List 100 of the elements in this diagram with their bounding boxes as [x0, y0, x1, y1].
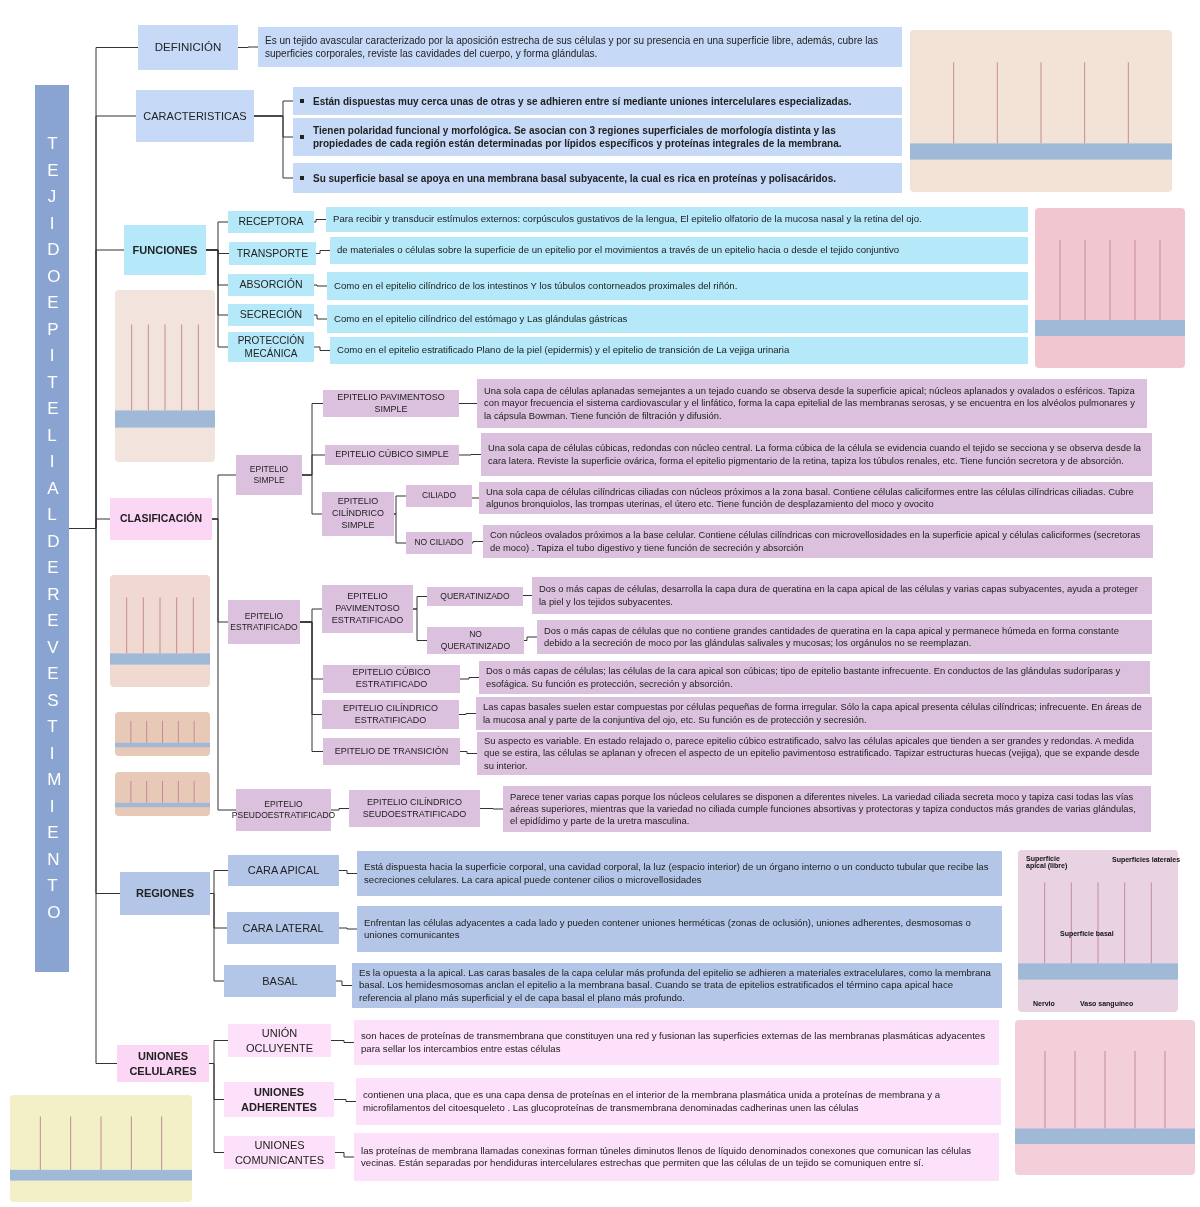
connector-line [393, 495, 407, 515]
topic-box [229, 242, 316, 265]
topic-box [228, 855, 339, 886]
description-box [483, 525, 1153, 558]
connector-line [330, 1040, 355, 1043]
topic-label: UNIONES ADHERENTES [240, 1085, 318, 1114]
topic-label: EPITELIO PAVIMENTOSO ESTRATIFICADO [330, 591, 405, 627]
description-box [327, 272, 1028, 300]
connector-line [313, 346, 331, 351]
topic-box [323, 390, 459, 417]
connector-line [335, 980, 353, 986]
description-box [476, 697, 1152, 730]
description-text: Como en el epitelio cilíndrico del estómago y Las glándulas gástricas [334, 312, 628, 326]
topic-box [322, 585, 413, 633]
description-box [477, 732, 1152, 775]
topic-box [406, 485, 472, 507]
description-text: Dos o más capas de células, desarrolla la capa dura de queratina en la capa apical de las células y varias capas subyacentes, ayuda a proteger la piel y los tejidos subyacentes. [539, 583, 1139, 608]
description-text: Una sola capa de células cilíndricas ciliadas con núcleos próximos a la zona basal. Contiene células caliciformes entre las células cilíndricas ciliadas. Cubre algunos bronquiolos, las trompas uterinas, el útero etc. Tiene función de desplazamiento del moco y ovocito [486, 485, 1135, 511]
topic-box [228, 600, 300, 644]
connector-line [471, 541, 484, 544]
topic-box [322, 492, 394, 536]
description-box [357, 906, 1002, 952]
connector-line [338, 870, 358, 874]
topic-label: FUNCIONES [132, 242, 198, 258]
connector-line [205, 249, 229, 348]
description-box [503, 786, 1151, 832]
description-box [479, 482, 1153, 514]
topic-box [110, 498, 212, 540]
description-text: Dos o más capas de células que no contiene grandes cantidades de queratina en la capa apical y permanece húmeda en forma constante debido a la secreción de moco por las glándulas salivales y mucosas; los orgánulos no se reemplazan. [544, 624, 1120, 650]
topic-label: UNIONES CELULARES [128, 1049, 198, 1078]
topic-label: EPITELIO PSEUDOESTRATIFICADO [231, 798, 336, 822]
description-box [352, 963, 1002, 1008]
description-box [354, 1133, 999, 1181]
description-box [330, 337, 1028, 364]
connector-line [458, 403, 478, 404]
title-band [35, 85, 69, 972]
connector-line [211, 518, 237, 811]
topic-label: NO CILIADO [414, 537, 464, 549]
topic-box [236, 455, 302, 495]
connector-line [313, 314, 328, 320]
description-box [477, 379, 1147, 428]
topic-box [228, 274, 314, 296]
description-text: Es un tejido avascular caracterizado por la aposición estrecha de sus células y por su presencia en una superficie libre, además, cubre las superficies corporales, reviste las cavidades del cuerpo, y forma glándulas. [265, 34, 880, 60]
topic-label: CILIADO [422, 490, 456, 502]
connector-line [393, 513, 407, 544]
topic-box [224, 1082, 334, 1117]
topic-label: SECRECIÓN [239, 308, 303, 322]
topic-label: UNIÓN OCLUYENTE [244, 1026, 315, 1055]
topic-box [228, 211, 314, 233]
topic-label: NO QUERATINIZADO [439, 629, 512, 652]
description-box [293, 163, 902, 193]
description-text: Tienen polaridad funcional y morfológica. Se asocian con 3 regiones superficiales de morfología distinta y las propiedades de cada región están determinadas por lípidos específicos y proteínas integrales de la membrana. [313, 124, 843, 150]
topic-label: EPITELIO CILÍNDRICO ESTRATIFICADO [342, 702, 439, 727]
topic-box [323, 665, 460, 693]
description-box [293, 87, 902, 115]
topic-label: EPITELIO CÚBICO ESTRATIFICADO [351, 667, 432, 691]
topic-label: CLASIFICACIÓN [119, 512, 203, 526]
connector-line [301, 474, 323, 515]
topic-box [325, 445, 459, 465]
description-box [537, 620, 1152, 654]
description-text: Las capas basales suelen estar compuestas por células pequeñas de forma irregular. Sólo la capa apical presenta células cilíndricas; infrecuente. En áreas de la mucosa anal y parte de la conjuntiva del ojo, etc. Su función es de protección y secresión. [483, 701, 1143, 726]
connector-line [334, 1152, 355, 1158]
topic-label: CARA LATERAL [242, 920, 324, 936]
topic-label: CARACTERISTICAS [143, 108, 247, 124]
description-text: Es la opuesta a la apical. Las caras basales de la capa celular más profunda del epitelio se adhieren a materiales extracelulares, como la membrana basal. Los hemidesmosomas anclan el epitelio a la membrana basal. Cuando se trata de epitelios estratificados el término capa apical hace referencia al plano más superficial y el de capa basal el plano más profundo. [359, 966, 992, 1005]
description-box [481, 433, 1152, 476]
description-text: de materiales o células sobre la superficie de un epitelio por el movimientos a través de un epitelio hacia o desde el tejido conjuntivo [337, 244, 900, 257]
topic-label: ABSORCIÓN [239, 278, 303, 292]
topic-box [120, 872, 210, 915]
topic-box [224, 1136, 335, 1169]
description-text: Están dispuestas muy cerca unas de otras y se adhieren entre sí mediante uniones intercelulares especializadas. [313, 94, 852, 108]
connector-line [458, 454, 482, 456]
connector-line [338, 927, 358, 930]
topic-box [406, 532, 472, 554]
topic-label: EPITELIO DE TRANSICIÓN [334, 745, 449, 758]
topic-box [322, 700, 459, 729]
description-text: Dos o más capas de células; las células de la cara apical son cúbicas; tipo de epitelio bastante infrecuente. En conductos de las glándulas sudoríparas y esofágica. Su función es protección, secreción y absorción. [486, 665, 1122, 690]
topic-box [228, 1024, 331, 1057]
connector-line [479, 808, 504, 810]
connector-line [523, 636, 538, 641]
description-text: Para recibir y transducir estímulos externos: corpúsculos gustativos de la lengua, El epitelio olfatorio de la mucosa nasal y la retina del ojo. [333, 213, 922, 226]
connector-line [459, 751, 478, 754]
topic-label: TRANSPORTE [236, 246, 309, 261]
topic-label: QUERATINIZADO [440, 590, 510, 602]
topic-box [228, 332, 314, 362]
description-text: Una sola capa de células aplanadas semejantes a un tejado cuando se observa desde la superficie apical; núcleos aplanados y ovalados o esféricos. Tapiza con mayor frecuencia el sistema cardiovascular y el linfático, forma la capa epitelial de las membranas serosas, y se encuentra en los alvéolos pulmonares y la cápsula Bowman. Tiene función de filtración y difusión. [484, 385, 1136, 422]
topic-label: CARA APICAL [247, 863, 320, 878]
description-box [330, 237, 1028, 264]
description-box [258, 27, 902, 67]
topic-box [138, 25, 238, 70]
connector-line [412, 608, 428, 641]
connector-line [459, 677, 480, 680]
topic-label: EPITELIO SIMPLE [248, 463, 290, 487]
description-box [356, 1078, 1001, 1125]
topic-label: UNIONES COMUNICANTES [233, 1138, 326, 1167]
description-box [354, 1020, 999, 1065]
topic-box [427, 587, 523, 606]
description-text: Enfrentan las células adyacentes a cada lado y pueden contener uniones herméticas (zonas de oclusión), uniones adherentes, desmosomas o uniones comunicantes [364, 916, 972, 942]
description-box [293, 118, 902, 156]
topic-box [349, 790, 480, 827]
